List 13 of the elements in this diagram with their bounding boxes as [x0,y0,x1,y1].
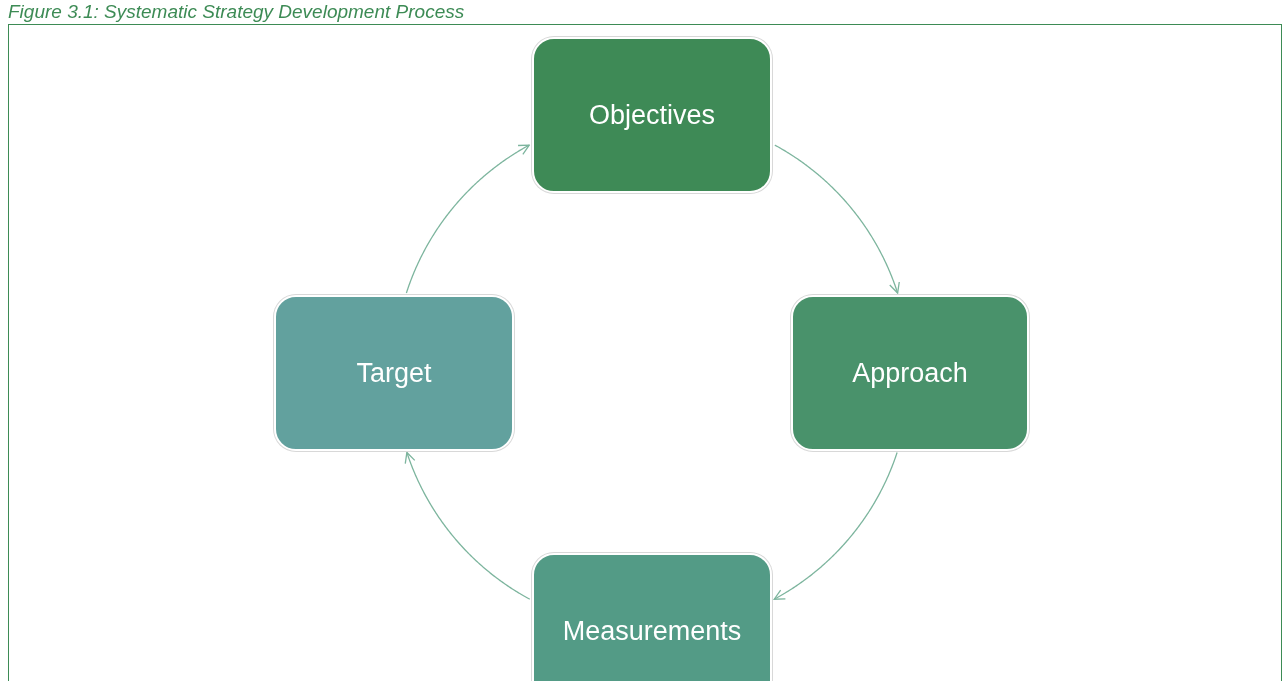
process-box [532,553,772,681]
arrow [404,451,531,600]
box-label: Approach [852,357,968,389]
box-label: Objectives [588,99,716,131]
process-box [791,295,1029,451]
box-label: Measurements [562,615,742,647]
arrow [774,144,900,294]
process-box [532,37,772,193]
figure-title: Figure 3.1: Systematic Strategy Development Process [8,1,465,23]
arrow [773,451,898,600]
arrow [405,144,530,294]
box-label: Target [356,357,432,389]
process-box [274,295,514,451]
